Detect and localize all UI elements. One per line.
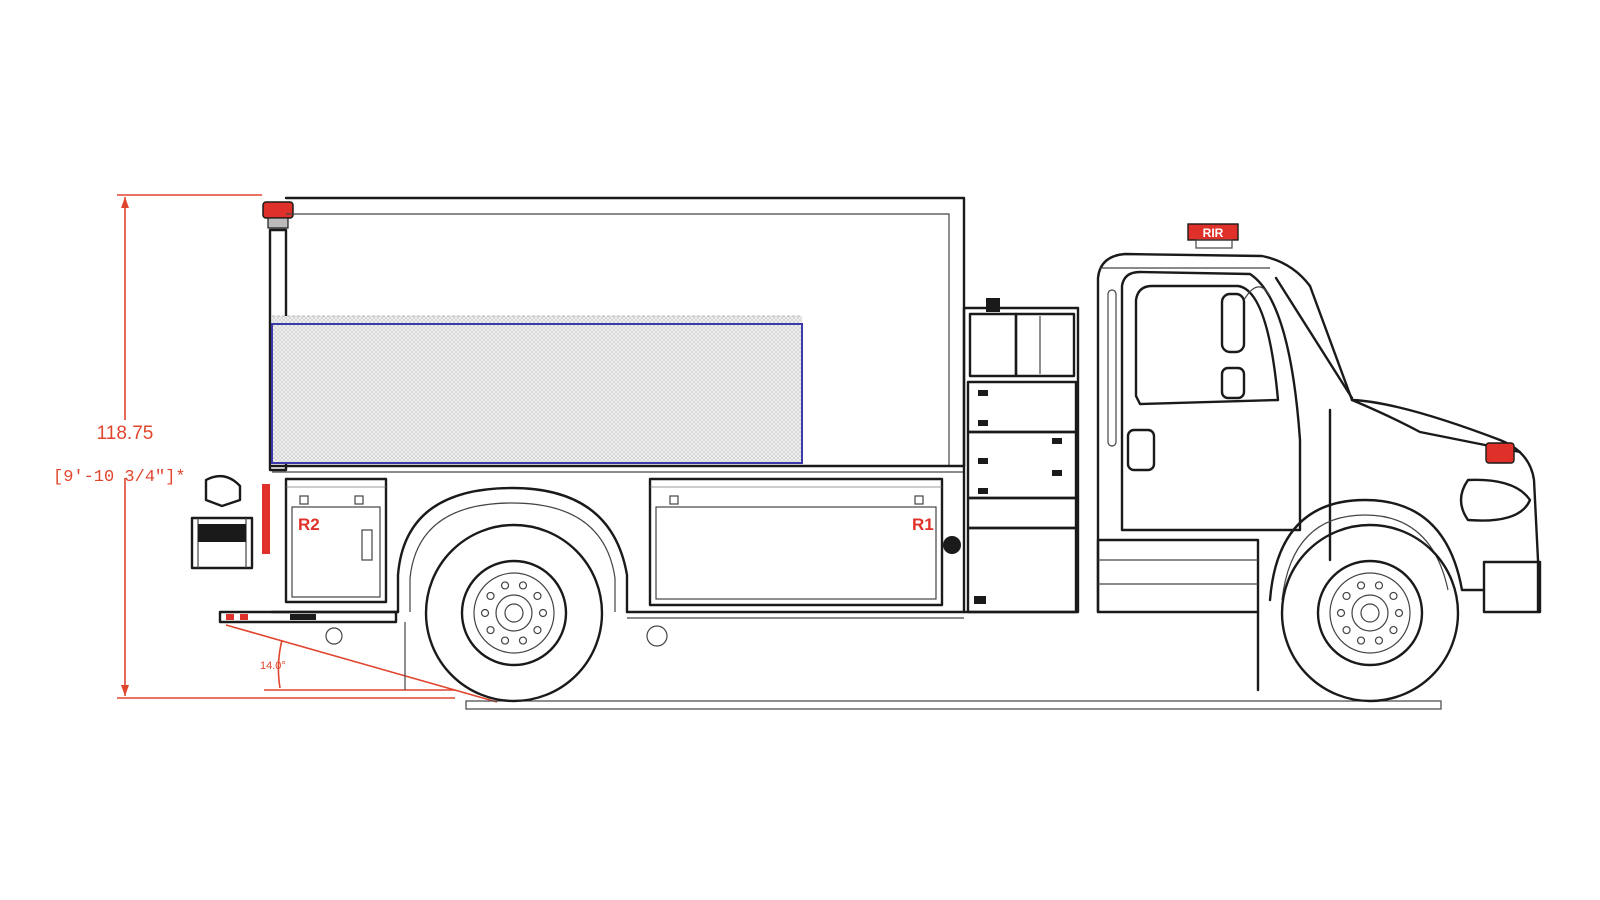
side-mirror-icon xyxy=(1220,292,1246,354)
lug-nut xyxy=(1336,608,1346,618)
departure-angle-label: 14.0° xyxy=(260,660,286,672)
lug-nut xyxy=(486,591,495,601)
lug-nut xyxy=(1389,625,1398,635)
lug-nut xyxy=(1374,636,1384,645)
lug-nut xyxy=(500,636,510,645)
rear-beacon-light-icon xyxy=(262,201,294,219)
utility-body: R2 R1 xyxy=(190,196,966,690)
lug-nut xyxy=(518,581,528,590)
height-feet-inches-label: [9'-10 3/4"]* xyxy=(53,468,186,487)
overall-height-dimension: 118.75 [9'-10 3/4"]* xyxy=(53,194,455,699)
cab-light-bar-label: RIR xyxy=(1203,226,1224,240)
lug-nut xyxy=(533,625,542,635)
lug-nut xyxy=(518,636,528,645)
compartment-r1-label: R1 xyxy=(912,515,934,534)
lug-nut xyxy=(538,608,548,618)
rear-wheel xyxy=(424,523,604,703)
lug-nut xyxy=(1394,608,1404,618)
front-wheel xyxy=(1280,523,1460,703)
lug-nut xyxy=(480,608,490,618)
lug-nut xyxy=(1356,581,1366,590)
water-tank-outline xyxy=(271,323,803,464)
lug-nut xyxy=(500,581,510,590)
pump-panel xyxy=(943,298,1080,614)
height-decimal-label: 118.75 xyxy=(97,423,154,444)
truck-cab: RIR xyxy=(1096,223,1542,692)
lug-nut xyxy=(533,591,542,601)
lug-nut xyxy=(1389,591,1398,601)
lug-nut xyxy=(1342,625,1351,635)
ground-line xyxy=(465,700,1442,710)
front-marker-light-icon xyxy=(1485,442,1515,464)
lug-nut xyxy=(486,625,495,635)
rear-hose-reel-icon xyxy=(190,474,254,570)
lug-nut xyxy=(1374,581,1384,590)
cab-side-window xyxy=(1134,284,1280,406)
headlight-icon xyxy=(1459,478,1532,522)
lug-nut xyxy=(1356,636,1366,645)
door-handle-icon xyxy=(1126,428,1156,472)
compartment-r2-label: R2 xyxy=(298,515,320,534)
departure-angle-dimension: 14.0° xyxy=(225,624,498,703)
lug-nut xyxy=(1342,591,1351,601)
